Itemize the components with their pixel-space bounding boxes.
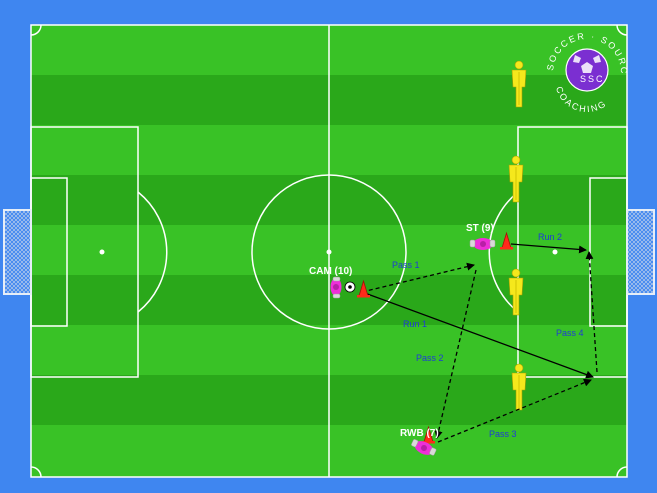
cone-rwb — [422, 425, 435, 444]
left-penalty-spot — [99, 249, 105, 255]
pass2-line — [434, 269, 477, 439]
left-penalty-arc — [137, 191, 168, 313]
pass1-line — [361, 262, 475, 293]
player-cam — [330, 276, 342, 299]
run1-line — [361, 291, 594, 379]
logo-ball-text: SSC — [580, 74, 605, 84]
label-run1: Run 1 — [403, 319, 427, 329]
right-goal — [626, 209, 655, 295]
corner-arc-bl — [30, 466, 42, 478]
movement-lines — [361, 243, 598, 443]
pass4-line — [585, 251, 598, 373]
label-pass2: Pass 2 — [416, 353, 444, 363]
player-rwb — [411, 439, 437, 456]
cones — [357, 231, 513, 444]
left-goal — [3, 209, 32, 295]
run2-line — [510, 243, 587, 254]
corner-arc-br — [616, 466, 628, 478]
label-rwb: RWB (7) — [400, 428, 439, 439]
corner-arc-tl — [30, 24, 42, 36]
label-cam: CAM (10) — [309, 266, 352, 277]
mannequin-3 — [508, 268, 524, 316]
mannequin-1 — [511, 60, 527, 108]
center-spot — [326, 249, 332, 255]
center-circle — [251, 174, 407, 330]
football — [344, 281, 356, 293]
mannequins — [508, 60, 527, 411]
cone-st — [500, 231, 513, 250]
mannequin-4 — [511, 363, 527, 411]
label-st: ST (9) — [466, 223, 494, 234]
label-pass4: Pass 4 — [556, 328, 584, 338]
cone-cam — [357, 279, 370, 298]
player-st — [469, 238, 496, 250]
corner-arc-tr — [616, 24, 628, 36]
mannequin-2 — [508, 155, 524, 203]
label-run2: Run 2 — [538, 232, 562, 242]
right-penalty-arc — [488, 191, 519, 313]
right-penalty-spot — [552, 249, 558, 255]
label-pass3: Pass 3 — [489, 429, 517, 439]
label-pass1: Pass 1 — [392, 260, 420, 270]
